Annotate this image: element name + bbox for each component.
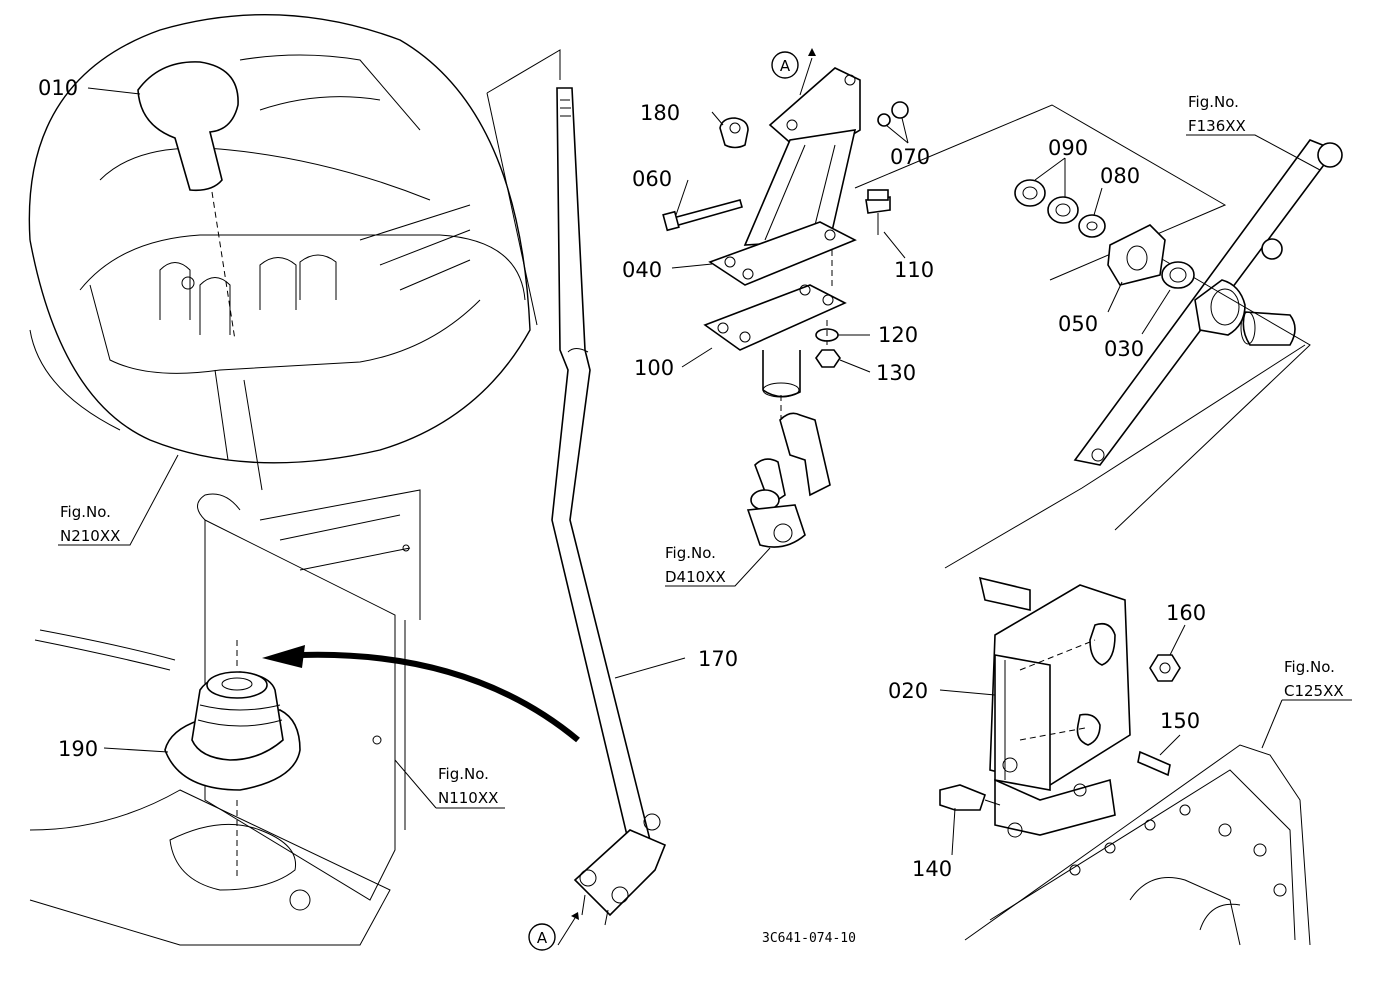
fig-callouts: Fig.No. N210XX Fig.No. N110XX Fig.No. D4… (60, 93, 1344, 807)
part-label-070: 070 (890, 145, 930, 169)
panel-illustration (29, 489, 580, 946)
part-label-010: 010 (38, 76, 78, 100)
ref-marker-bottom: A (528, 923, 556, 951)
fig-number-n110: N110XX (438, 789, 498, 807)
shift-rod-illustration (486, 49, 667, 926)
part-label-100: 100 (634, 356, 674, 380)
svg-text:A: A (780, 57, 791, 75)
part-label-050: 050 (1058, 312, 1098, 336)
fig-number-d410: D410XX (665, 568, 726, 586)
part-label-130: 130 (876, 361, 916, 385)
leader-lines (58, 48, 1352, 946)
ref-marker-top: A (771, 51, 799, 79)
fig-prefix-d410: Fig.No. (665, 544, 716, 562)
part-label-160: 160 (1166, 601, 1206, 625)
part-label-040: 040 (622, 258, 662, 282)
fig-number-f136: F136XX (1188, 117, 1246, 135)
bracket-illustration (662, 67, 909, 548)
part-label-190: 190 (58, 737, 98, 761)
part-label-140: 140 (912, 857, 952, 881)
svg-text:A: A (537, 929, 548, 947)
fig-number-c125: C125XX (1284, 682, 1344, 700)
fig-prefix-n210: Fig.No. (60, 503, 111, 521)
fig-prefix-f136: Fig.No. (1188, 93, 1239, 111)
part-label-120: 120 (878, 323, 918, 347)
fig-number-n210: N210XX (60, 527, 120, 545)
fig-prefix-n110: Fig.No. (438, 765, 489, 783)
housing-illustration (939, 344, 1311, 946)
part-labels: 010 180 060 040 100 110 120 130 070 090 … (38, 76, 1206, 881)
console-illustration (28, 13, 531, 491)
part-label-090: 090 (1048, 136, 1088, 160)
drawing-code: 3C641-074-10 (762, 931, 856, 946)
fork-illustration (854, 104, 1343, 531)
part-label-030: 030 (1104, 337, 1144, 361)
part-label-170: 170 (698, 647, 738, 671)
part-label-150: 150 (1160, 709, 1200, 733)
fig-prefix-c125: Fig.No. (1284, 658, 1335, 676)
part-label-020: 020 (888, 679, 928, 703)
part-label-110: 110 (894, 258, 934, 282)
part-label-080: 080 (1100, 164, 1140, 188)
part-label-180: 180 (640, 101, 680, 125)
part-label-060: 060 (632, 167, 672, 191)
